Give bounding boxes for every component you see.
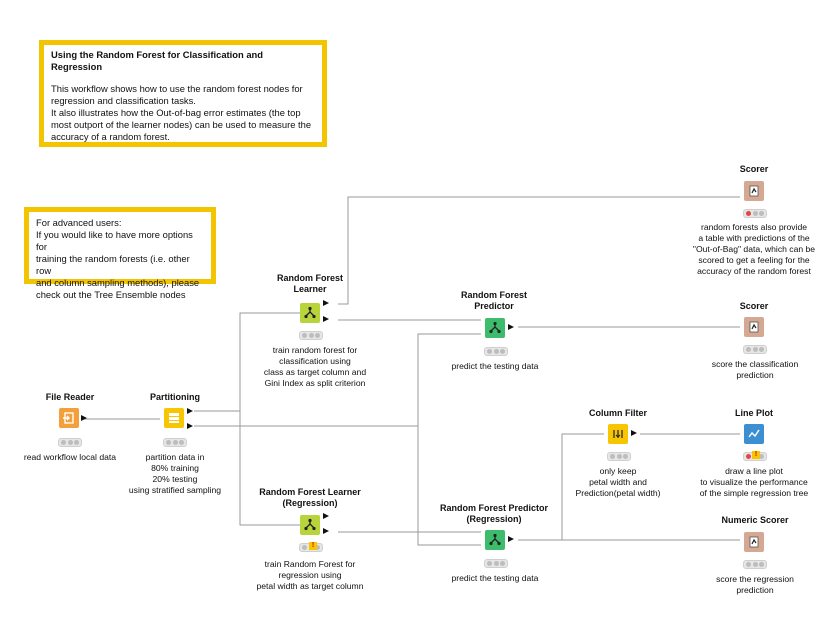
node-status-bar bbox=[743, 209, 767, 218]
tree-learner-icon[interactable] bbox=[300, 303, 320, 323]
node-title: Random Forest Learner (Regression) bbox=[259, 487, 361, 508]
node-description: score the regression prediction bbox=[716, 574, 794, 595]
model-output-port[interactable] bbox=[323, 316, 329, 322]
node-title: Scorer bbox=[739, 164, 769, 174]
output-port[interactable] bbox=[81, 415, 87, 421]
annotation-body: This workflow shows how to use the rando… bbox=[51, 83, 312, 142]
node-status-bar bbox=[743, 345, 767, 354]
tree-predictor-icon[interactable] bbox=[485, 530, 505, 550]
node-description: train Random Forest for regression using… bbox=[256, 559, 364, 591]
wire-partition-predictor-reg[interactable] bbox=[194, 425, 481, 546]
wire-learner-scorer-top[interactable] bbox=[338, 196, 740, 305]
warning-icon[interactable]: ! bbox=[309, 542, 317, 550]
oob-output-port[interactable] bbox=[323, 300, 329, 306]
annotation-body: For advanced users: If you would like to… bbox=[36, 217, 200, 300]
tree-learner-icon[interactable] bbox=[300, 515, 320, 535]
wire-partition-learner-reg[interactable] bbox=[194, 410, 300, 526]
line-plot-icon[interactable] bbox=[744, 424, 764, 444]
node-title: Random Forest Predictor bbox=[460, 290, 527, 311]
warning-icon[interactable]: ! bbox=[752, 451, 760, 459]
node-title: Partitioning bbox=[150, 392, 200, 402]
output-port[interactable] bbox=[508, 324, 514, 330]
oob-output-port[interactable] bbox=[323, 513, 329, 519]
node-status-bar bbox=[743, 560, 767, 569]
node-status-bar bbox=[163, 438, 187, 447]
node-status-bar bbox=[299, 331, 323, 340]
node-status-bar bbox=[607, 452, 631, 461]
node-description: score the classification prediction bbox=[711, 359, 799, 380]
node-description: predict the testing data bbox=[451, 361, 539, 371]
node-description: train random forest for classification u… bbox=[263, 345, 367, 388]
output-port-bottom[interactable] bbox=[187, 423, 193, 429]
node-status-bar bbox=[58, 438, 82, 447]
tree-predictor-icon[interactable] bbox=[485, 318, 505, 338]
node-description: partition data in 80% training 20% testi… bbox=[128, 452, 222, 495]
main-annotation[interactable]: Using the Random Forest for Classificati… bbox=[39, 40, 327, 147]
scorer-icon[interactable] bbox=[744, 181, 764, 201]
column-filter-icon[interactable] bbox=[608, 424, 628, 444]
scorer-icon[interactable] bbox=[744, 317, 764, 337]
node-description: read workflow local data bbox=[23, 452, 117, 462]
node-description: random forests also provide a table with… bbox=[692, 222, 816, 276]
node-description: predict the testing data bbox=[451, 573, 539, 583]
node-description: draw a line plot to visualize the perfor… bbox=[699, 466, 809, 498]
output-port-top[interactable] bbox=[187, 408, 193, 414]
node-description: only keep petal width and Prediction(pet… bbox=[575, 466, 661, 498]
numeric-scorer-icon[interactable] bbox=[744, 532, 764, 552]
partitioning-icon[interactable] bbox=[164, 408, 184, 428]
output-port[interactable] bbox=[508, 536, 514, 542]
annotation-title: Using the Random Forest for Classificati… bbox=[51, 49, 264, 72]
output-port[interactable] bbox=[631, 430, 637, 436]
node-status-bar bbox=[484, 347, 508, 356]
node-title: Random Forest Predictor (Regression) bbox=[439, 503, 549, 524]
model-output-port[interactable] bbox=[323, 528, 329, 534]
node-title: Scorer bbox=[739, 301, 769, 311]
advanced-users-annotation[interactable]: For advanced users: If you would like to… bbox=[24, 207, 216, 300]
node-status-bar bbox=[484, 559, 508, 568]
node-title: Line Plot bbox=[735, 408, 773, 418]
node-title: File Reader bbox=[45, 392, 95, 402]
node-title: Random Forest Learner bbox=[276, 273, 343, 294]
node-title: Column Filter bbox=[589, 408, 647, 418]
node-title: Numeric Scorer bbox=[721, 515, 789, 525]
file-reader-icon[interactable] bbox=[59, 408, 79, 428]
